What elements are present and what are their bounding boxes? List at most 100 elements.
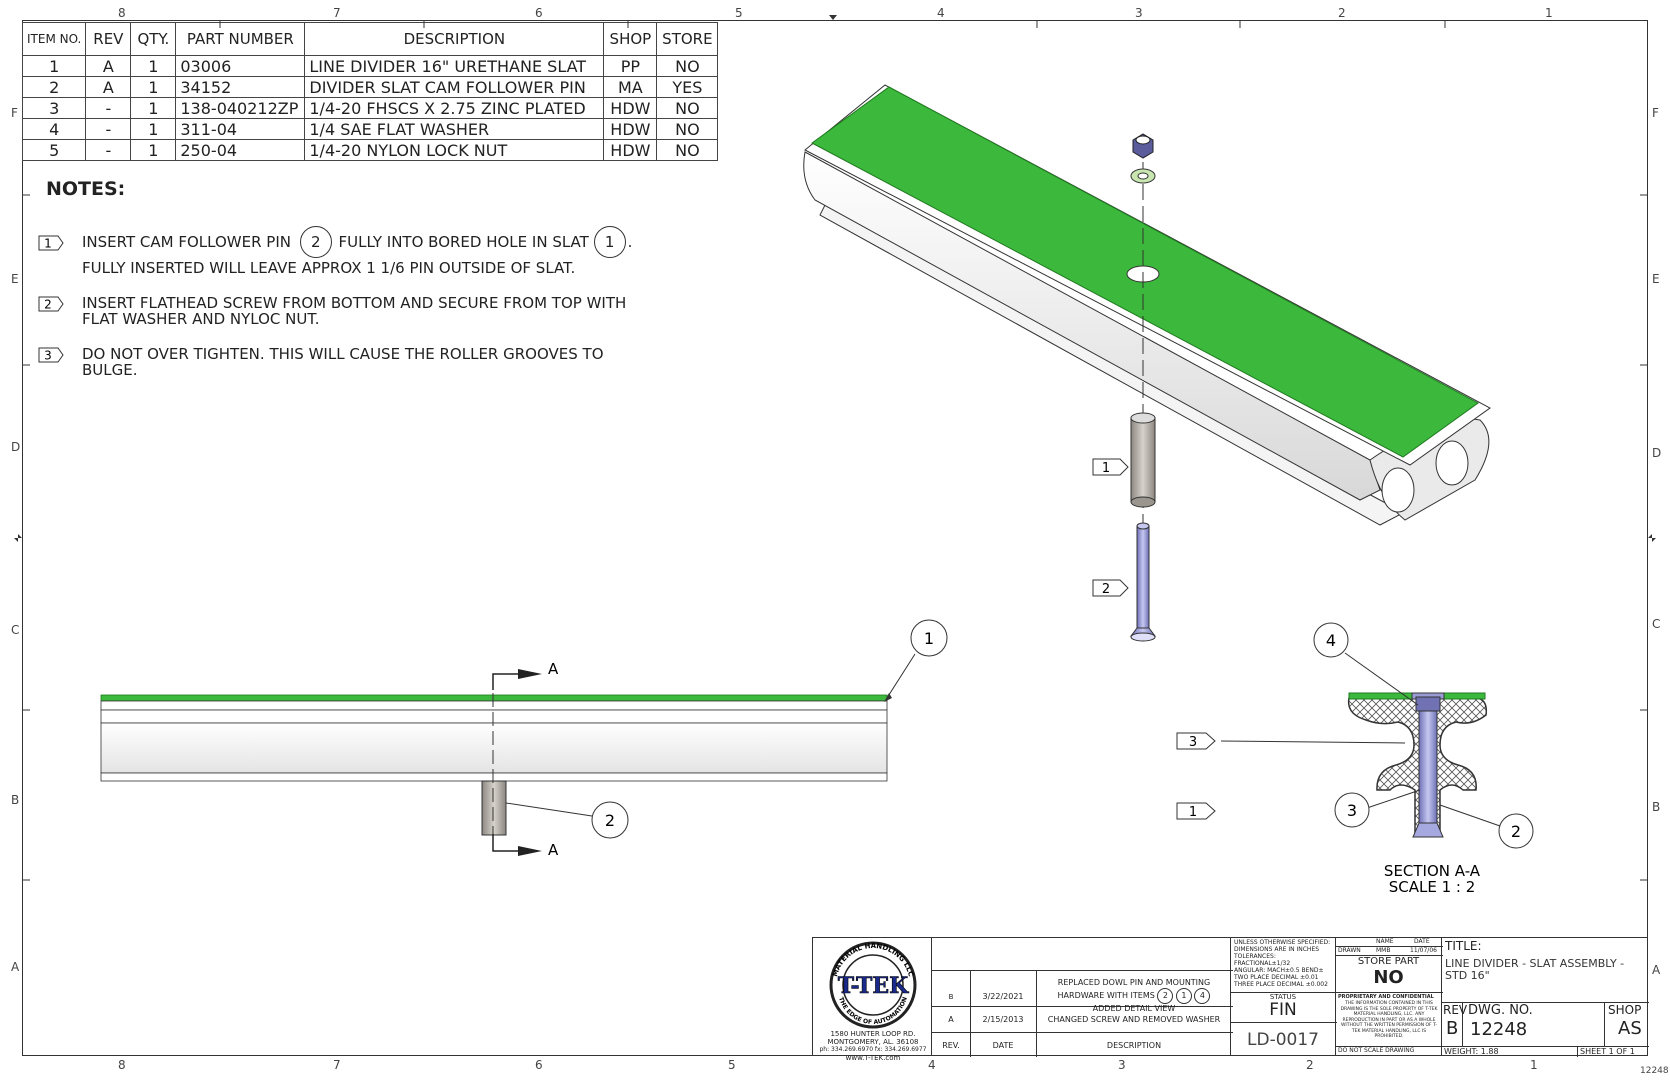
bom-cell-shop: HDW xyxy=(603,118,658,140)
drawn-date: 11/07/06 xyxy=(1410,947,1437,954)
note-flag-3-number: 3 xyxy=(44,349,52,363)
bom-cell-description: DIVIDER SLAT CAM FOLLOWER PIN xyxy=(304,76,605,98)
title-label: TITLE: xyxy=(1445,939,1482,953)
date-header: DATE xyxy=(1414,938,1430,945)
zone-top-7: 7 xyxy=(333,6,341,20)
zone-right-D: D xyxy=(1652,446,1662,460)
tolerance-spec: UNLESS OTHERWISE SPECIFIED:DIMENSIONS AR… xyxy=(1234,939,1330,988)
drawn-label: DRAWN xyxy=(1338,947,1361,954)
note-1-text-e: . xyxy=(627,233,633,251)
side-view: A A 1 2 xyxy=(100,619,948,859)
tolerance-line: UNLESS OTHERWISE SPECIFIED: xyxy=(1234,939,1331,946)
zone-bottom-3: 3 xyxy=(1118,1058,1126,1072)
iso-flag-1-number: 1 xyxy=(1102,461,1110,476)
zone-top-3: 3 xyxy=(1135,6,1143,20)
bom-cell-store: NO xyxy=(656,139,719,161)
zone-right-E: E xyxy=(1652,272,1660,286)
section-balloon-4: 4 xyxy=(1313,622,1349,658)
rev-row-b-desc-1: REPLACED DOWL PIN AND MOUNTING xyxy=(1057,978,1211,987)
side-balloon-2: 2 xyxy=(591,801,629,839)
side-slat-top xyxy=(100,700,888,711)
zone-left-A: A xyxy=(11,960,20,974)
rev-row-b-desc-2-text: HARDWARE WITH ITEMS xyxy=(1057,991,1155,1000)
title-dwg-block: TITLE: LINE DIVIDER - SLAT ASSEMBLY - ST… xyxy=(1441,937,1649,1057)
note-3-line-2: BULGE. xyxy=(82,361,138,379)
status-label: STATUS xyxy=(1269,993,1297,1001)
section-flag-1-number: 1 xyxy=(1189,805,1197,820)
drawn-name: MMB xyxy=(1376,947,1391,954)
zone-top-1: 1 xyxy=(1545,6,1553,20)
bom-header-row: ITEM NO. REV QTY. PART NUMBER DESCRIPTIO… xyxy=(21,22,719,56)
section-arrow-top xyxy=(518,669,542,679)
note-flag-2: 2 xyxy=(38,296,64,312)
store-part-value: NO xyxy=(1373,967,1404,988)
iso-cam-follower-pin xyxy=(1130,412,1156,508)
zone-bottom-4: 4 xyxy=(928,1058,936,1072)
ld-number: LD-0017 xyxy=(1247,1030,1319,1050)
section-flag-3-number: 3 xyxy=(1189,735,1197,750)
side-cam-follower-pin xyxy=(481,780,507,836)
section-balloon-4-number: 4 xyxy=(1326,631,1336,650)
approval-block: NAME DATE DRAWN MMB 11/07/06 STORE PART … xyxy=(1335,937,1443,1056)
bom-header-description: DESCRIPTION xyxy=(304,22,605,56)
notes-title: NOTES: xyxy=(46,178,126,200)
zone-top-2: 2 xyxy=(1338,6,1346,20)
rev-item-balloon-1: 1 xyxy=(1175,988,1192,1004)
section-balloon-2-number: 2 xyxy=(1511,822,1521,841)
iso-flathead-screw xyxy=(1130,522,1156,642)
section-screw-head xyxy=(1412,822,1444,838)
zone-top-8: 8 xyxy=(118,6,126,20)
side-slat-upper-band xyxy=(100,709,888,724)
rev-row-b-date: 3/22/2021 xyxy=(982,992,1024,1001)
proprietary-title: PROPRIETARY AND CONFIDENTIAL xyxy=(1338,994,1434,1000)
company-phone: ph: 334.269.6970 fx: 334.269.6977 xyxy=(819,1046,927,1053)
section-flag-3: 3 xyxy=(1176,732,1216,750)
bom-cell-store: NO xyxy=(656,118,719,140)
iso-slat-roller-groove-1 xyxy=(1381,467,1415,513)
note-flag-3: 3 xyxy=(38,347,64,363)
section-a-a-view: 4 3 2 3 1 SECTION A-A SCALE 1 : 2 xyxy=(1176,622,1534,896)
note-1-balloon-2: 2 xyxy=(299,226,332,258)
bom-cell-part-number: 138-040212ZP xyxy=(175,97,306,119)
rev-header-description: DESCRIPTION xyxy=(1106,1041,1162,1050)
section-arrow-bottom xyxy=(518,846,542,856)
note-1-text-c: FULLY INTO BORED HOLE IN SLAT xyxy=(338,233,589,251)
tolerance-line: FRACTIONAL±1/32 xyxy=(1234,960,1291,967)
store-part-label: STORE PART xyxy=(1357,956,1420,967)
sheet: SHEET 1 OF 1 xyxy=(1580,1047,1635,1056)
title-value-line-1: LINE DIVIDER - SLAT ASSEMBLY - xyxy=(1445,957,1625,970)
rev-header-rev: REV. xyxy=(942,1041,960,1050)
corner-drawing-number: 12248 xyxy=(1640,1066,1669,1076)
zone-right-A: A xyxy=(1652,963,1661,977)
zone-top-4: 4 xyxy=(937,6,945,20)
rev-value: B xyxy=(1446,1018,1459,1039)
zone-right-F: F xyxy=(1652,106,1659,120)
zone-top-6: 6 xyxy=(535,6,543,20)
rev-row-a-date: 2/15/2013 xyxy=(982,1015,1024,1024)
iso-flag-2: 2 xyxy=(1092,579,1129,597)
section-balloon-3: 3 xyxy=(1334,792,1370,828)
side-balloon-1: 1 xyxy=(910,619,948,657)
bill-of-materials-table: ITEM NO. REV QTY. PART NUMBER DESCRIPTIO… xyxy=(21,22,719,161)
border-ticks xyxy=(22,20,1648,881)
company-logo: T-TEK MATERIAL HANDLING LLC THE EDGE OF … xyxy=(829,941,917,1029)
balloon-2-leader xyxy=(505,802,593,817)
center-mark-right xyxy=(1648,534,1656,542)
bom-cell-store: NO xyxy=(656,55,719,77)
center-mark-left xyxy=(14,534,22,542)
zone-bottom-2: 2 xyxy=(1306,1058,1314,1072)
center-mark-top xyxy=(829,15,837,20)
zone-bottom-1: 1 xyxy=(1530,1058,1538,1072)
company-address-1: 1580 HUNTER LOOP RD. xyxy=(830,1030,916,1038)
rev-row-b-rev: B xyxy=(948,993,954,1001)
iso-slat-body-side xyxy=(803,151,1381,501)
balloon-1-leader xyxy=(886,653,916,699)
tolerance-block: UNLESS OTHERWISE SPECIFIED:DIMENSIONS AR… xyxy=(1230,937,1337,1056)
note-2-line-1: INSERT FLATHEAD SCREW FROM BOTTOM AND SE… xyxy=(82,294,627,312)
side-slat-body xyxy=(100,722,888,774)
iso-slat-roller-groove-2 xyxy=(1435,440,1469,486)
rev-row-b-desc-2: HARDWARE WITH ITEMS 2 1 4 xyxy=(1036,988,1232,1004)
